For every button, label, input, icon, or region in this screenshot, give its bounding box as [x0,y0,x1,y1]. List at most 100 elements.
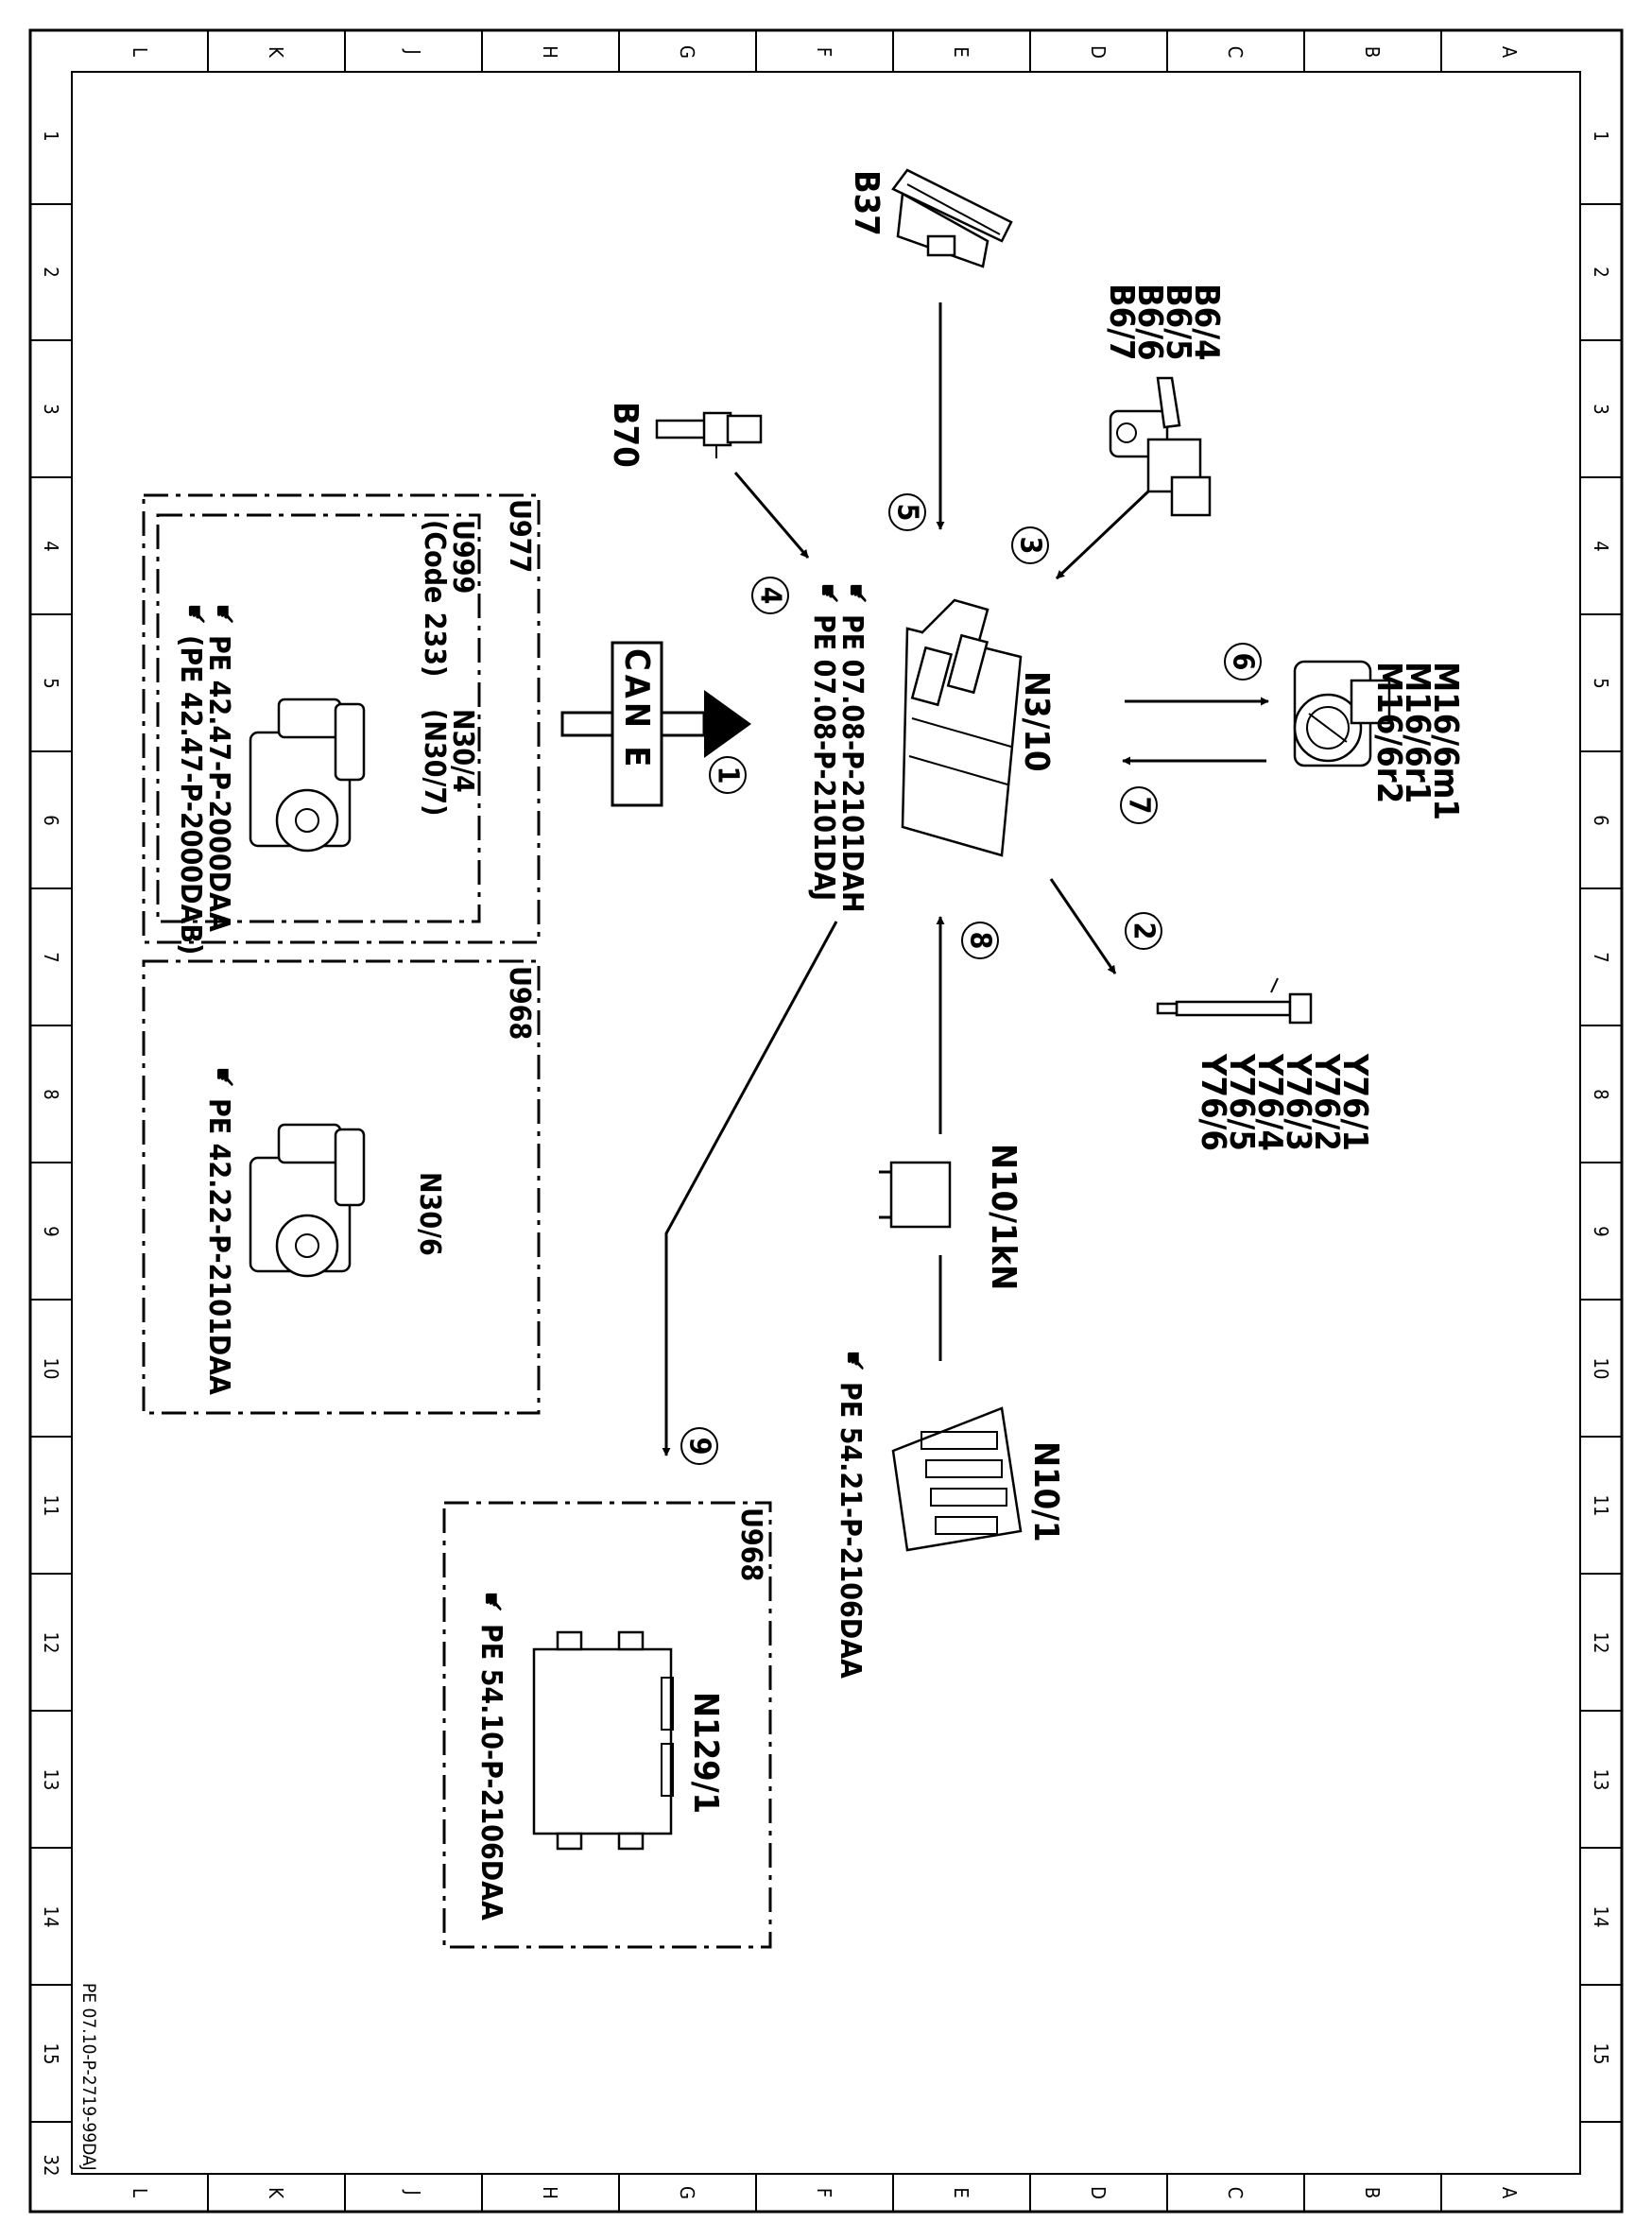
column-labels-right: 1 2 3 4 5 6 7 8 9 10 11 12 13 14 15 [1590,130,1612,2064]
row-label-bottom: D [1087,2186,1110,2199]
label-b6: B6/5 [1159,284,1197,361]
signal-number: 9 [683,1438,716,1456]
label-y76: Y76/3 [1279,1053,1317,1151]
column-label-left: 13 [40,1769,62,1791]
n3-10-ecu [901,598,1023,857]
label-b6: B6/4 [1187,284,1226,361]
column-label-left: 11 [40,1495,62,1517]
column-label-right: 6 [1590,815,1612,825]
label-n30-6: N30/6 [413,1172,446,1256]
signal-number: 3 [1014,537,1047,555]
manual-ref-icon [821,584,838,603]
row-label-top: F [813,47,835,57]
column-label-left: 32 [40,2155,62,2177]
y76-injector [1156,977,1313,1025]
row-labels-bottom: L K J H G F E D C B A [129,2186,1521,2199]
label-u977: U977 [503,499,536,573]
signal-number: 1 [712,767,745,784]
column-label-right: 9 [1590,1226,1612,1236]
signal-number: 7 [1123,797,1156,815]
column-label-right: 15 [1590,2043,1612,2065]
label-m16: M16/6r2 [1369,662,1408,803]
column-label-right: 12 [1590,1632,1612,1654]
signal-marker [680,1427,718,1465]
u977-refs: PE 42.47-P-2000DAA (PE 42.47-P-2000DAB) [174,605,235,955]
row-label-bottom: C [1224,2187,1247,2199]
n3-10-ref: PE 07.08-P-2101DAH [835,614,869,913]
column-label-left: 8 [40,1089,62,1099]
signal-number: 2 [1127,922,1161,940]
u968-top-ref: PE 42.22-P-2101DAA [202,1098,235,1395]
b70-sensor [655,411,763,458]
n30-6-hydraulic-unit [249,1123,366,1278]
signal-marker [961,922,999,959]
u968-top-box [142,959,541,1415]
label-code-233: (Code 233) [418,520,451,677]
column-label-right: 7 [1590,952,1612,962]
u977-box [142,493,541,944]
column-label-right: 1 [1590,130,1612,141]
row-label-bottom: K [265,2187,287,2199]
label-b6-group: B6/4 B6/5 B6/6 B6/7 [1102,284,1226,361]
arrow-4 [733,472,810,559]
n30-4-hydraulic-unit [249,698,366,853]
row-label-top: C [1224,46,1247,59]
label-n10-1kn: N10/1kN [984,1144,1023,1290]
manual-ref-icon [485,1593,502,1611]
u999-box [156,513,481,923]
n3-10-ref: PE 07.08-P-2101DAJ [807,614,840,901]
manual-ref-icon [847,1352,864,1370]
row-label-top: G [676,45,698,59]
row-label-bottom: L [129,2188,151,2197]
row-label-top: K [265,46,287,59]
row-label-bottom: G [676,2186,698,2199]
u977-ref: (PE 42.47-P-2000DAB) [174,635,207,955]
signal-number: 6 [1227,653,1260,671]
row-label-bottom: F [813,2188,835,2197]
label-can-e: CAN E [617,648,656,770]
arrow-2 [1049,878,1117,974]
label-n30-4: N30/4 [446,709,479,793]
row-label-top: B [1361,46,1384,58]
signal-number: 4 [754,587,787,605]
manual-ref-icon [216,1068,233,1087]
arrow-9 [662,921,838,1456]
row-label-bottom: H [539,2186,561,2199]
n129-1-ref: PE 54.10-P-2106DAA [474,1624,508,1921]
m16-throttle [1293,660,1391,767]
can-e-arrow [560,641,751,807]
signal-marker [709,756,747,794]
column-label-left: 14 [40,1906,62,1928]
column-label-left: 7 [40,952,62,962]
manual-ref-icon [188,605,205,624]
label-n129-1: N129/1 [686,1692,725,1814]
column-label-left: 5 [40,678,62,688]
row-labels-top: L K J H G F E D C B A [129,45,1521,59]
signal-number: 5 [891,504,924,522]
row-label-bottom: A [1498,2187,1521,2199]
column-label-right: 13 [1590,1769,1612,1791]
column-label-right: 11 [1590,1495,1612,1517]
column-label-left: 4 [40,541,62,551]
column-label-left: 9 [40,1226,62,1236]
arrow-3 [1055,490,1150,580]
column-label-left: 6 [40,815,62,825]
row-label-top: L [129,47,151,57]
column-label-right: 4 [1590,541,1612,551]
n10-1-sam [891,1406,1023,1552]
row-label-top: E [950,46,972,57]
signal-marker [1120,786,1158,824]
label-b6: B6/7 [1102,284,1141,361]
label-y76: Y76/5 [1222,1053,1261,1151]
column-label-left: 10 [40,1358,62,1380]
label-u968-bottom: U968 [734,1508,767,1581]
signal-marker [888,493,926,531]
b37-sensor [891,168,1013,268]
n10-1-ref: PE 54.21-P-2106DAA [834,1382,867,1679]
label-n10-1: N10/1 [1026,1441,1065,1542]
label-m16: M16/6m1 [1426,662,1465,820]
u977-ref: PE 42.47-P-2000DAA [202,635,235,932]
drawing-frame [28,28,1624,2214]
signal-markers: 1 2 3 4 5 6 7 8 9 [680,493,1262,1465]
